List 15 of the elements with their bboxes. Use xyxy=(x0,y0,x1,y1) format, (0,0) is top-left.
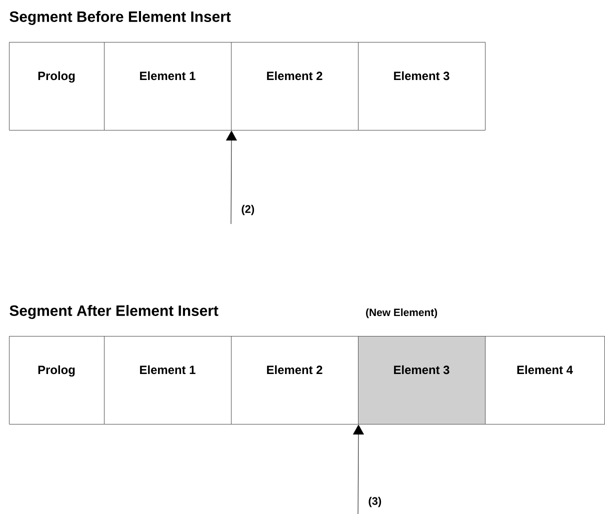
arrow xyxy=(353,424,364,514)
segment-cell: Element 1 xyxy=(104,42,232,130)
segment-cell: Prolog xyxy=(9,336,104,424)
segment-cell: Element 4 xyxy=(485,336,605,424)
pointer-label: (3) xyxy=(368,496,382,508)
segment-cell: Element 3 xyxy=(358,336,486,424)
segment-cell: Element 3 xyxy=(358,42,486,130)
caption-text: (New Element) xyxy=(366,308,438,318)
arrow xyxy=(226,130,237,224)
segment-cell: Element 2 xyxy=(231,42,358,130)
section-heading: Segment Before Element Insert xyxy=(10,11,231,25)
segment-cell: Prolog xyxy=(9,42,104,130)
segment-cell: Element 1 xyxy=(104,336,232,424)
pointer-label: (2) xyxy=(242,204,254,216)
section-heading: Segment After Element Insert xyxy=(10,305,218,319)
